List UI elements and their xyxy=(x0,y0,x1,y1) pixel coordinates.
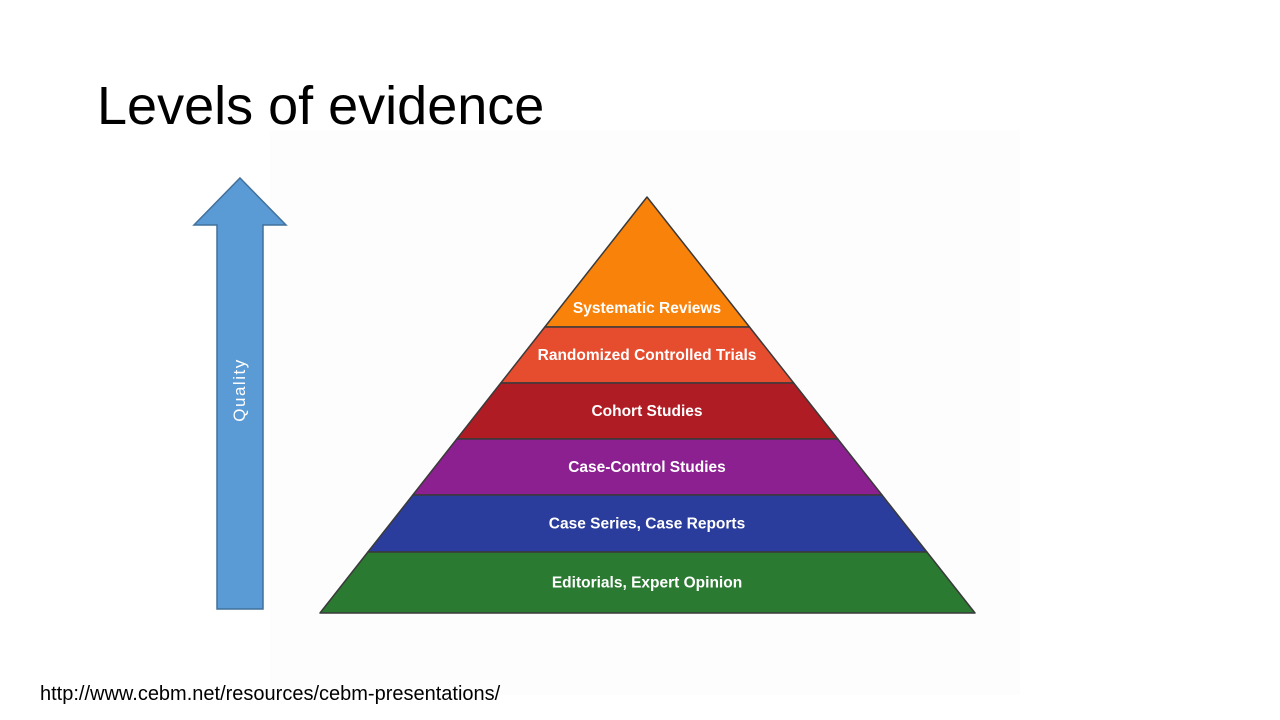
quality-arrow-shape xyxy=(192,176,288,610)
pyramid-level-5-label: Case Series, Case Reports xyxy=(549,516,745,533)
pyramid-level-3-label: Cohort Studies xyxy=(591,403,702,420)
source-link[interactable]: http://www.cebm.net/resources/cebm-prese… xyxy=(40,683,501,705)
quality-arrow-icon xyxy=(192,176,288,610)
pyramid-level-6 xyxy=(319,551,976,614)
quality-label: Quality xyxy=(230,358,249,422)
pyramid-level-4-label: Case-Control Studies xyxy=(568,459,726,476)
pyramid-level-2-label: Randomized Controlled Trials xyxy=(538,347,757,364)
pyramid-level-1-label: Systematic Reviews xyxy=(573,300,721,317)
page-title: Levels of evidence xyxy=(97,76,545,136)
pyramid-level-6-label: Editorials, Expert Opinion xyxy=(552,575,742,592)
